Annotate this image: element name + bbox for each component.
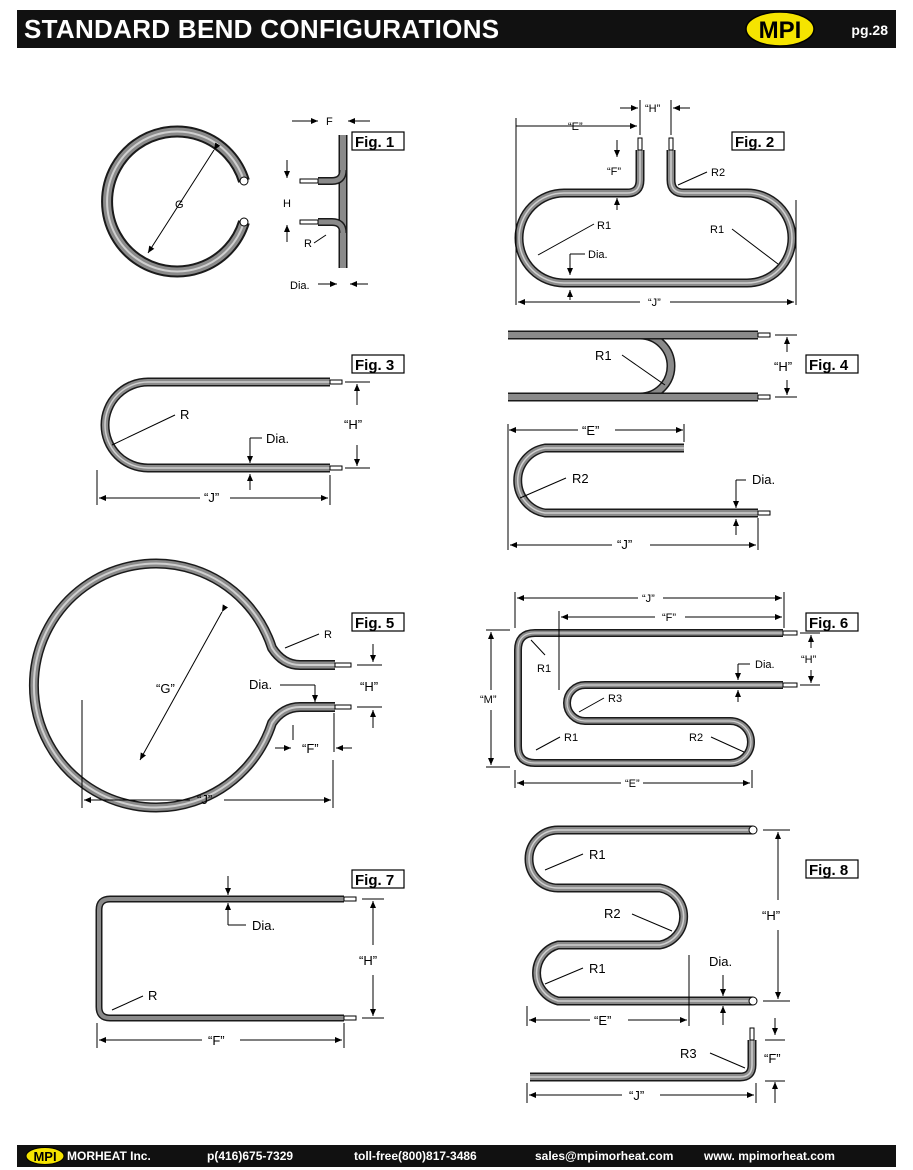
- fig6-label: Fig. 6: [809, 615, 848, 632]
- fig4-e-label: “E”: [582, 423, 599, 438]
- footer-phone: p(416)675-7329: [207, 1149, 294, 1163]
- fig1-r-label: R: [304, 238, 312, 250]
- footer-mpi-logo: MPI: [25, 1147, 65, 1165]
- page-title: STANDARD BEND CONFIGURATIONS: [24, 14, 500, 44]
- fig8-j-label: “J”: [629, 1088, 644, 1103]
- fig4-label: Fig. 4: [809, 357, 849, 374]
- fig2-e-label: “E”: [568, 121, 583, 133]
- footer-email[interactable]: sales@mpimorheat.com: [535, 1149, 674, 1163]
- fig7-label: Fig. 7: [355, 872, 394, 889]
- fig2-f-label: “F”: [607, 166, 621, 178]
- figure-5: “G” R Dia. “H” “F” “J” Fig. 5: [28, 558, 405, 813]
- fig3-j-label: “J”: [204, 490, 219, 505]
- figure-4: R1 “H” Fig. 4 “E” R2 Dia. “J”: [507, 330, 859, 552]
- footer-company: MORHEAT Inc.: [67, 1149, 151, 1163]
- fig8-r1a-label: R1: [589, 847, 606, 862]
- fig5-r-label: R: [324, 629, 332, 641]
- fig6-r1a-label: R1: [537, 663, 551, 675]
- figure-3: R Dia. “H” “J” Fig. 3: [96, 354, 405, 505]
- fig6-r2-label: R2: [689, 732, 703, 744]
- fig6-r1b-label: R1: [564, 732, 578, 744]
- fig6-dia-label: Dia.: [755, 659, 775, 671]
- figure-6: “J” “F” R1 Dia. “H” “M” R3 R1 R2 “E” Fig…: [480, 592, 859, 790]
- fig8-h-label: “H”: [762, 908, 780, 923]
- mpi-logo: MPI: [745, 11, 815, 47]
- fig4-r1-label: R1: [595, 348, 612, 363]
- fig7-f-label: “F”: [208, 1033, 225, 1048]
- svg-text:MPI: MPI: [33, 1149, 56, 1164]
- fig8-f-label: “F”: [764, 1051, 781, 1066]
- footer-tollfree: toll-free(800)817-3486: [354, 1149, 477, 1163]
- fig8-label: Fig. 8: [809, 862, 848, 879]
- svg-text:MPI: MPI: [759, 17, 802, 44]
- fig3-label: Fig. 3: [355, 357, 394, 374]
- fig2-r1a-label: R1: [597, 220, 611, 232]
- fig7-r-label: R: [148, 988, 157, 1003]
- fig4-h-label: “H”: [774, 359, 792, 374]
- page-footer: MPI MORHEAT Inc. p(416)675-7329 toll-fre…: [17, 1145, 896, 1167]
- figure-7: Dia. “H” R “F” Fig. 7: [95, 869, 405, 1048]
- fig2-r1b-label: R1: [710, 224, 724, 236]
- fig4-j-label: “J”: [617, 537, 632, 552]
- fig5-j-label: “J”: [197, 792, 212, 807]
- fig1-dia-label: Dia.: [290, 280, 310, 292]
- page-number: pg.28: [851, 22, 888, 38]
- fig3-dia-label: Dia.: [266, 431, 289, 446]
- fig3-h-label: “H”: [344, 417, 362, 432]
- fig8-r3-label: R3: [680, 1046, 697, 1061]
- fig4-dia-label: Dia.: [752, 472, 775, 487]
- fig2-label: Fig. 2: [735, 134, 774, 151]
- fig4-r2-label: R2: [572, 471, 589, 486]
- fig8-e-label: “E”: [594, 1013, 611, 1028]
- fig5-g-label: “G”: [156, 681, 175, 696]
- fig8-r1b-label: R1: [589, 961, 606, 976]
- figure-8: R1 R2 R1 “H” Dia. “E” R3 “F” “J”: [524, 825, 859, 1103]
- fig3-r-label: R: [180, 407, 189, 422]
- fig2-j-label: “J”: [648, 297, 661, 309]
- fig2-dia-label: Dia.: [588, 249, 608, 261]
- fig1-h-label: H: [283, 198, 291, 210]
- fig5-h-label: “H”: [360, 679, 378, 694]
- fig6-h-label: “H”: [801, 654, 817, 666]
- fig1-f-label: F: [326, 116, 333, 128]
- fig6-r3-label: R3: [608, 693, 622, 705]
- fig6-j-label: “J”: [642, 593, 655, 605]
- fig1-label: Fig. 1: [355, 134, 394, 151]
- figure-2: “E” “H” “F” R2 R1 R1 Dia. “J” Fig. 2: [514, 100, 797, 309]
- fig8-dia-label: Dia.: [709, 954, 732, 969]
- fig7-h-label: “H”: [359, 953, 377, 968]
- fig5-dia-label: Dia.: [249, 677, 272, 692]
- fig7-dia-label: Dia.: [252, 918, 275, 933]
- fig5-label: Fig. 5: [355, 615, 394, 632]
- figure-1: G F H R Dia. Fig. 1: [101, 116, 405, 292]
- footer-website[interactable]: www. mpimorheat.com: [704, 1149, 835, 1163]
- fig2-r2-label: R2: [711, 167, 725, 179]
- fig6-m-label: “M”: [480, 694, 497, 706]
- fig2-h-label: “H”: [645, 103, 661, 115]
- page-header: STANDARD BEND CONFIGURATIONS MPI pg.28: [17, 10, 896, 48]
- fig6-f-label: “F”: [662, 612, 676, 624]
- fig8-r2-label: R2: [604, 906, 621, 921]
- fig1-g-label: G: [175, 199, 184, 211]
- fig5-f-label: “F”: [302, 741, 319, 756]
- fig6-e-label: “E”: [625, 778, 640, 790]
